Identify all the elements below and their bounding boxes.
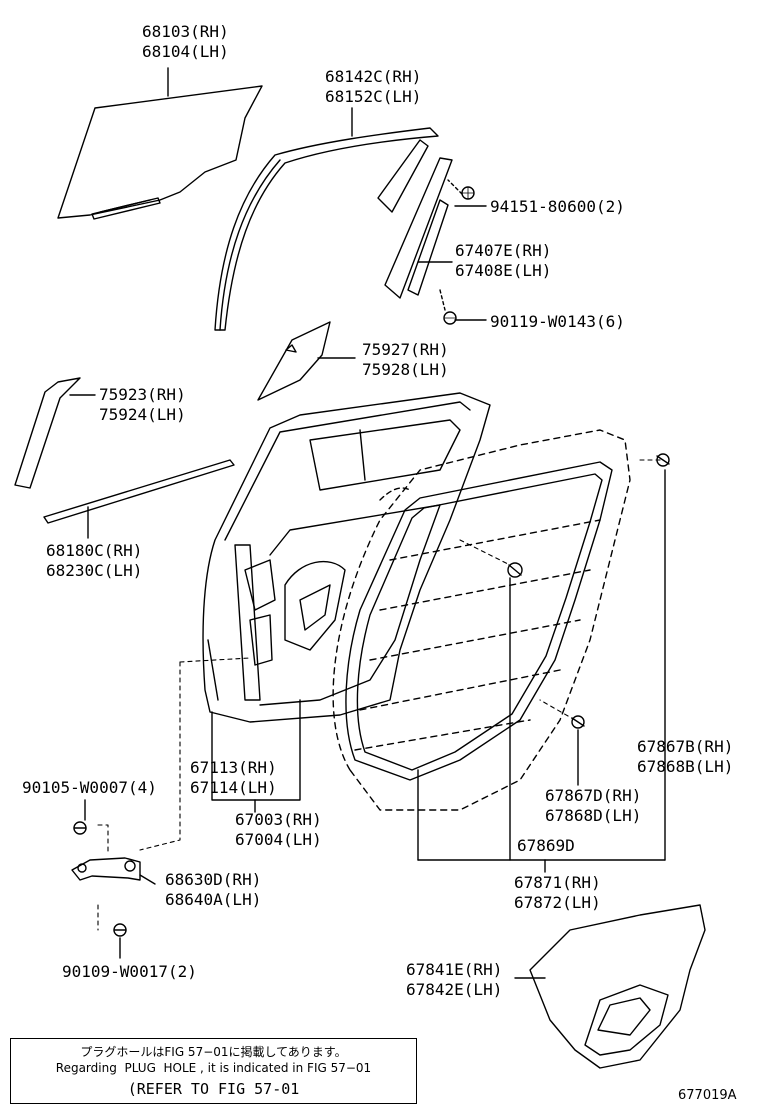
screw-icon: [443, 311, 457, 325]
part-label-75928: 75928(LH): [362, 360, 449, 379]
part-label-68230c: 68230C(LH): [46, 561, 143, 580]
door-weatherstrip-illustration: [345, 461, 613, 781]
part-label-94151: 94151-80600(2): [490, 197, 625, 216]
door-frame-cover-illustration: [257, 321, 356, 401]
part-label-67004: 67004(LH): [235, 830, 322, 849]
part-label-67407e: 67407E(RH): [455, 241, 552, 260]
part-label-90109: 90109-W0017(2): [62, 962, 197, 981]
part-label-75924: 75924(LH): [99, 405, 186, 424]
part-label-90105: 90105-W0007(4): [22, 778, 157, 797]
service-hole-cover-illustration: [514, 904, 706, 1069]
part-label-67872: 67872(LH): [514, 893, 601, 912]
plug-hole-note-box: プラグホールはFIG 57−01に掲載してあります。 Regarding PLU…: [10, 1038, 417, 1104]
leader-brackets: [211, 469, 666, 873]
screw-icon: [461, 186, 475, 200]
part-label-67867b: 67867B(RH): [637, 737, 734, 756]
clip-icon: [507, 562, 523, 578]
part-label-67868d: 67868D(LH): [545, 806, 642, 825]
part-label-67408e: 67408E(LH): [455, 261, 552, 280]
note-japanese-line: プラグホールはFIG 57−01に掲載してあります。: [80, 1045, 347, 1059]
part-label-68103: 68103(RH): [142, 22, 229, 41]
part-label-75923: 75923(RH): [99, 385, 186, 404]
part-label-67869d: 67869D: [517, 836, 575, 855]
part-label-67113: 67113(RH): [190, 758, 277, 777]
part-label-75927: 75927(RH): [362, 340, 449, 359]
part-label-67868b: 67868B(LH): [637, 757, 734, 776]
part-label-68180c: 68180C(RH): [46, 541, 143, 560]
part-label-67114: 67114(LH): [190, 778, 277, 797]
bolt-icon: [73, 821, 87, 835]
part-label-67867d: 67867D(RH): [545, 786, 642, 805]
part-label-68104: 68104(LH): [142, 42, 229, 61]
clip-icon: [656, 453, 670, 467]
part-label-90119: 90119-W0143(6): [490, 312, 625, 331]
part-label-68152c: 68152C(LH): [325, 87, 422, 106]
note-english-line: Regarding PLUG HOLE , it is indicated in…: [55, 1061, 372, 1075]
door-panel-illustration: [202, 392, 491, 723]
part-label-68640a: 68640A(LH): [165, 890, 262, 909]
service-hole-cover-outline: [332, 429, 631, 811]
door-glass-illustration: [57, 67, 263, 220]
part-label-68142c: 68142C(RH): [325, 67, 422, 86]
bolt-icon: [113, 923, 127, 937]
part-label-67871: 67871(RH): [514, 873, 601, 892]
clip-icon: [571, 715, 585, 729]
glass-run-channel-illustration: [214, 107, 439, 331]
part-label-67842e: 67842E(LH): [406, 980, 503, 999]
window-frame-moulding-illustration: [14, 377, 96, 489]
leader-lines-dashed: [97, 459, 661, 931]
division-bar-illustration: [377, 139, 487, 321]
belt-moulding-illustration: [43, 459, 235, 539]
note-refer-line: (REFER TO FIG 57-01: [127, 1080, 300, 1098]
part-label-67003: 67003(RH): [235, 810, 322, 829]
figure-code: 677019A: [678, 1088, 737, 1103]
door-check-illustration: [71, 857, 156, 885]
part-label-68630d: 68630D(RH): [165, 870, 262, 889]
part-label-67841e: 67841E(RH): [406, 960, 503, 979]
